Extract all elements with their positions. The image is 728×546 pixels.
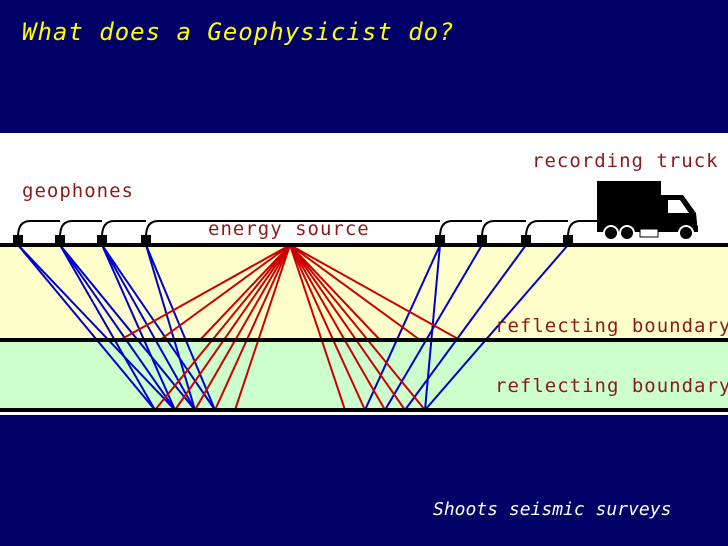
geophones-label: geophones [22, 180, 134, 202]
slide-title: What does a Geophysicist do? [22, 18, 455, 46]
geophone-markers [13, 235, 573, 245]
reflected-ray [17, 244, 156, 411]
reflected-ray [404, 244, 527, 411]
slide-caption: Shoots seismic surveys [433, 499, 672, 520]
source-ray [289, 244, 406, 411]
source-ray [214, 244, 291, 411]
geophone-cables [17, 220, 600, 238]
source-ray [289, 244, 426, 411]
source-ray [234, 244, 291, 411]
source-ray [119, 244, 291, 341]
reflected-ray [101, 244, 196, 411]
reflected-ray [59, 244, 156, 411]
reflected-ray [101, 244, 176, 411]
recording-truck-label: recording truck [532, 150, 719, 172]
source-ray [289, 244, 381, 341]
source-ray [289, 244, 386, 411]
reflected-ray [59, 244, 196, 411]
source-ray [289, 244, 421, 341]
reflected-ray [101, 244, 216, 411]
reflecting-boundary-1-label: reflecting boundary [495, 315, 728, 337]
source-rays [119, 244, 461, 411]
source-ray [194, 244, 291, 411]
energy-source-label: energy source [208, 218, 370, 240]
source-ray [174, 244, 291, 411]
reflecting-boundary-2-label: reflecting boundary [495, 375, 728, 397]
reflected-ray [59, 244, 176, 411]
source-ray [289, 244, 461, 341]
source-ray [199, 244, 291, 341]
source-ray [154, 244, 291, 411]
reflected-ray [424, 244, 569, 411]
base-strip [0, 410, 728, 415]
reflected-ray [145, 244, 216, 411]
reflected-ray [145, 244, 196, 411]
reflected-rays [17, 244, 569, 411]
reflected-ray [384, 244, 483, 411]
source-ray [159, 244, 291, 341]
recording-truck-icon [597, 181, 698, 241]
reflected-ray [17, 244, 176, 411]
source-ray [289, 244, 346, 411]
seismic-survey-diagram: recording truck geophones energy source … [0, 133, 728, 415]
source-ray [289, 244, 366, 411]
